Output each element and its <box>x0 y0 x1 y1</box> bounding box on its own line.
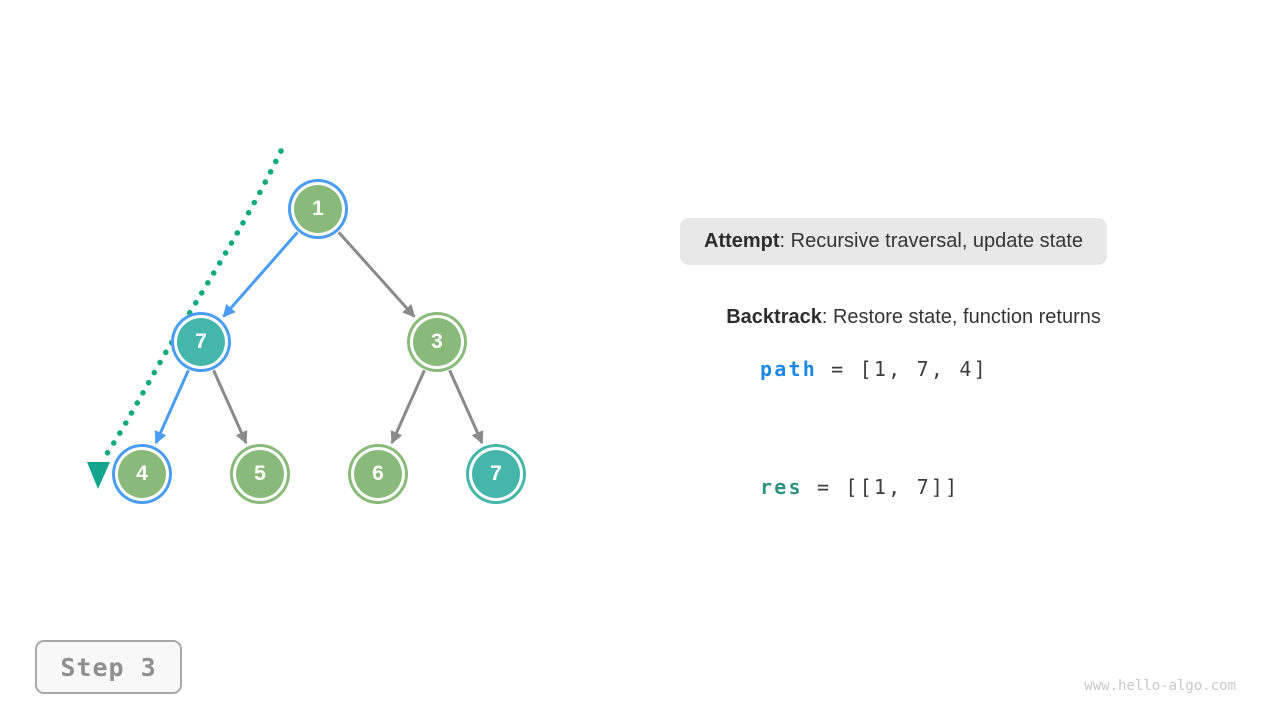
edge-7-to-5 <box>212 369 248 445</box>
attempt-legend-banner: Attempt: Recursive traversal, update sta… <box>680 218 1108 265</box>
tree-node-leaf-7: 7 <box>472 450 520 498</box>
node-value: 4 <box>136 462 148 485</box>
node-value: 1 <box>312 197 324 220</box>
backtrack-label: Backtrack <box>726 306 822 328</box>
tree-node-root-1: 1 <box>294 185 342 233</box>
res-variable-value: = [[1, 7]] <box>802 475 960 499</box>
node-value: 3 <box>431 330 443 353</box>
node-value: 7 <box>490 462 502 485</box>
edge-3-to-6 <box>390 369 426 445</box>
step-badge-label: Step 3 <box>60 652 157 682</box>
path-variable-value: = [1, 7, 4] <box>816 357 988 381</box>
backtrack-legend-line: Backtrack: Restore state, function retur… <box>704 283 1101 352</box>
tree-node-right-3: 3 <box>413 318 461 366</box>
edge-7-to-4 <box>154 369 190 445</box>
node-value: 5 <box>254 462 266 485</box>
tree-node-leaf-5: 5 <box>236 450 284 498</box>
edge-3-to-7 <box>448 369 484 445</box>
node-value: 6 <box>372 462 384 485</box>
tree-node-leaf-4: 4 <box>118 450 166 498</box>
watermark-url: www.hello-algo.com <box>1084 678 1236 694</box>
backtrack-text: : Restore state, function returns <box>821 306 1101 328</box>
tree-node-left-7: 7 <box>177 318 225 366</box>
path-variable-name: path <box>759 357 817 381</box>
path-variable-line: path = [1, 7, 4] <box>703 333 988 405</box>
res-variable-name: res <box>759 475 803 499</box>
backtrack-trace-arrowhead <box>87 462 110 489</box>
tree-node-leaf-6: 6 <box>354 450 402 498</box>
attempt-label: Attempt <box>704 230 780 252</box>
node-value: 7 <box>195 330 207 353</box>
backtrack-trace-dotted-path <box>101 148 284 461</box>
attempt-text: : Recursive traversal, update state <box>779 230 1084 252</box>
res-variable-line: res = [[1, 7]] <box>703 451 959 523</box>
step-badge: Step 3 <box>35 640 182 694</box>
tree-edges-svg <box>87 148 484 489</box>
edge-1-to-3 <box>337 231 416 318</box>
edge-1-to-7 <box>222 231 299 318</box>
